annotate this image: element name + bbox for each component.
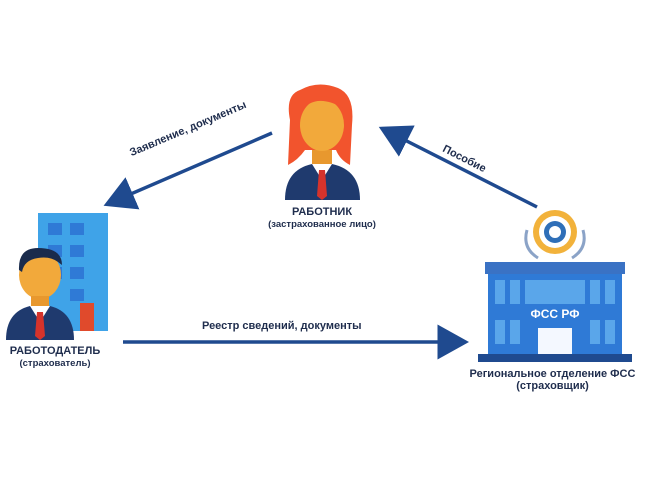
- worker-subtitle: (застрахованное лицо): [268, 219, 376, 230]
- fss-label: Региональное отделение ФСС (страховщик): [455, 368, 650, 392]
- fss-subtitle: (страховщик): [516, 380, 589, 392]
- worker-title: РАБОТНИК: [291, 206, 353, 218]
- employer-avatar-icon: [6, 248, 74, 340]
- fss-building-icon: [478, 262, 632, 362]
- worker-label: РАБОТНИК (застрахованное лицо): [252, 206, 392, 230]
- employer-title: РАБОТОДАТЕЛЬ: [9, 345, 101, 357]
- employer-subtitle: (страхователь): [19, 358, 91, 369]
- arrow-fss-to-worker: [378, 125, 538, 209]
- arrow-worker-to-employer: [103, 131, 273, 210]
- edge-label-employer-to-fss: Реестр сведений, документы: [202, 320, 362, 332]
- fss-emblem-icon: [524, 210, 586, 260]
- employer-label: РАБОТОДАТЕЛЬ (страхователь): [0, 345, 110, 369]
- fss-title: Региональное отделение ФСС: [469, 368, 636, 380]
- fss-building-sign: ФСС РФ: [531, 307, 580, 321]
- worker-avatar-icon: [285, 84, 360, 200]
